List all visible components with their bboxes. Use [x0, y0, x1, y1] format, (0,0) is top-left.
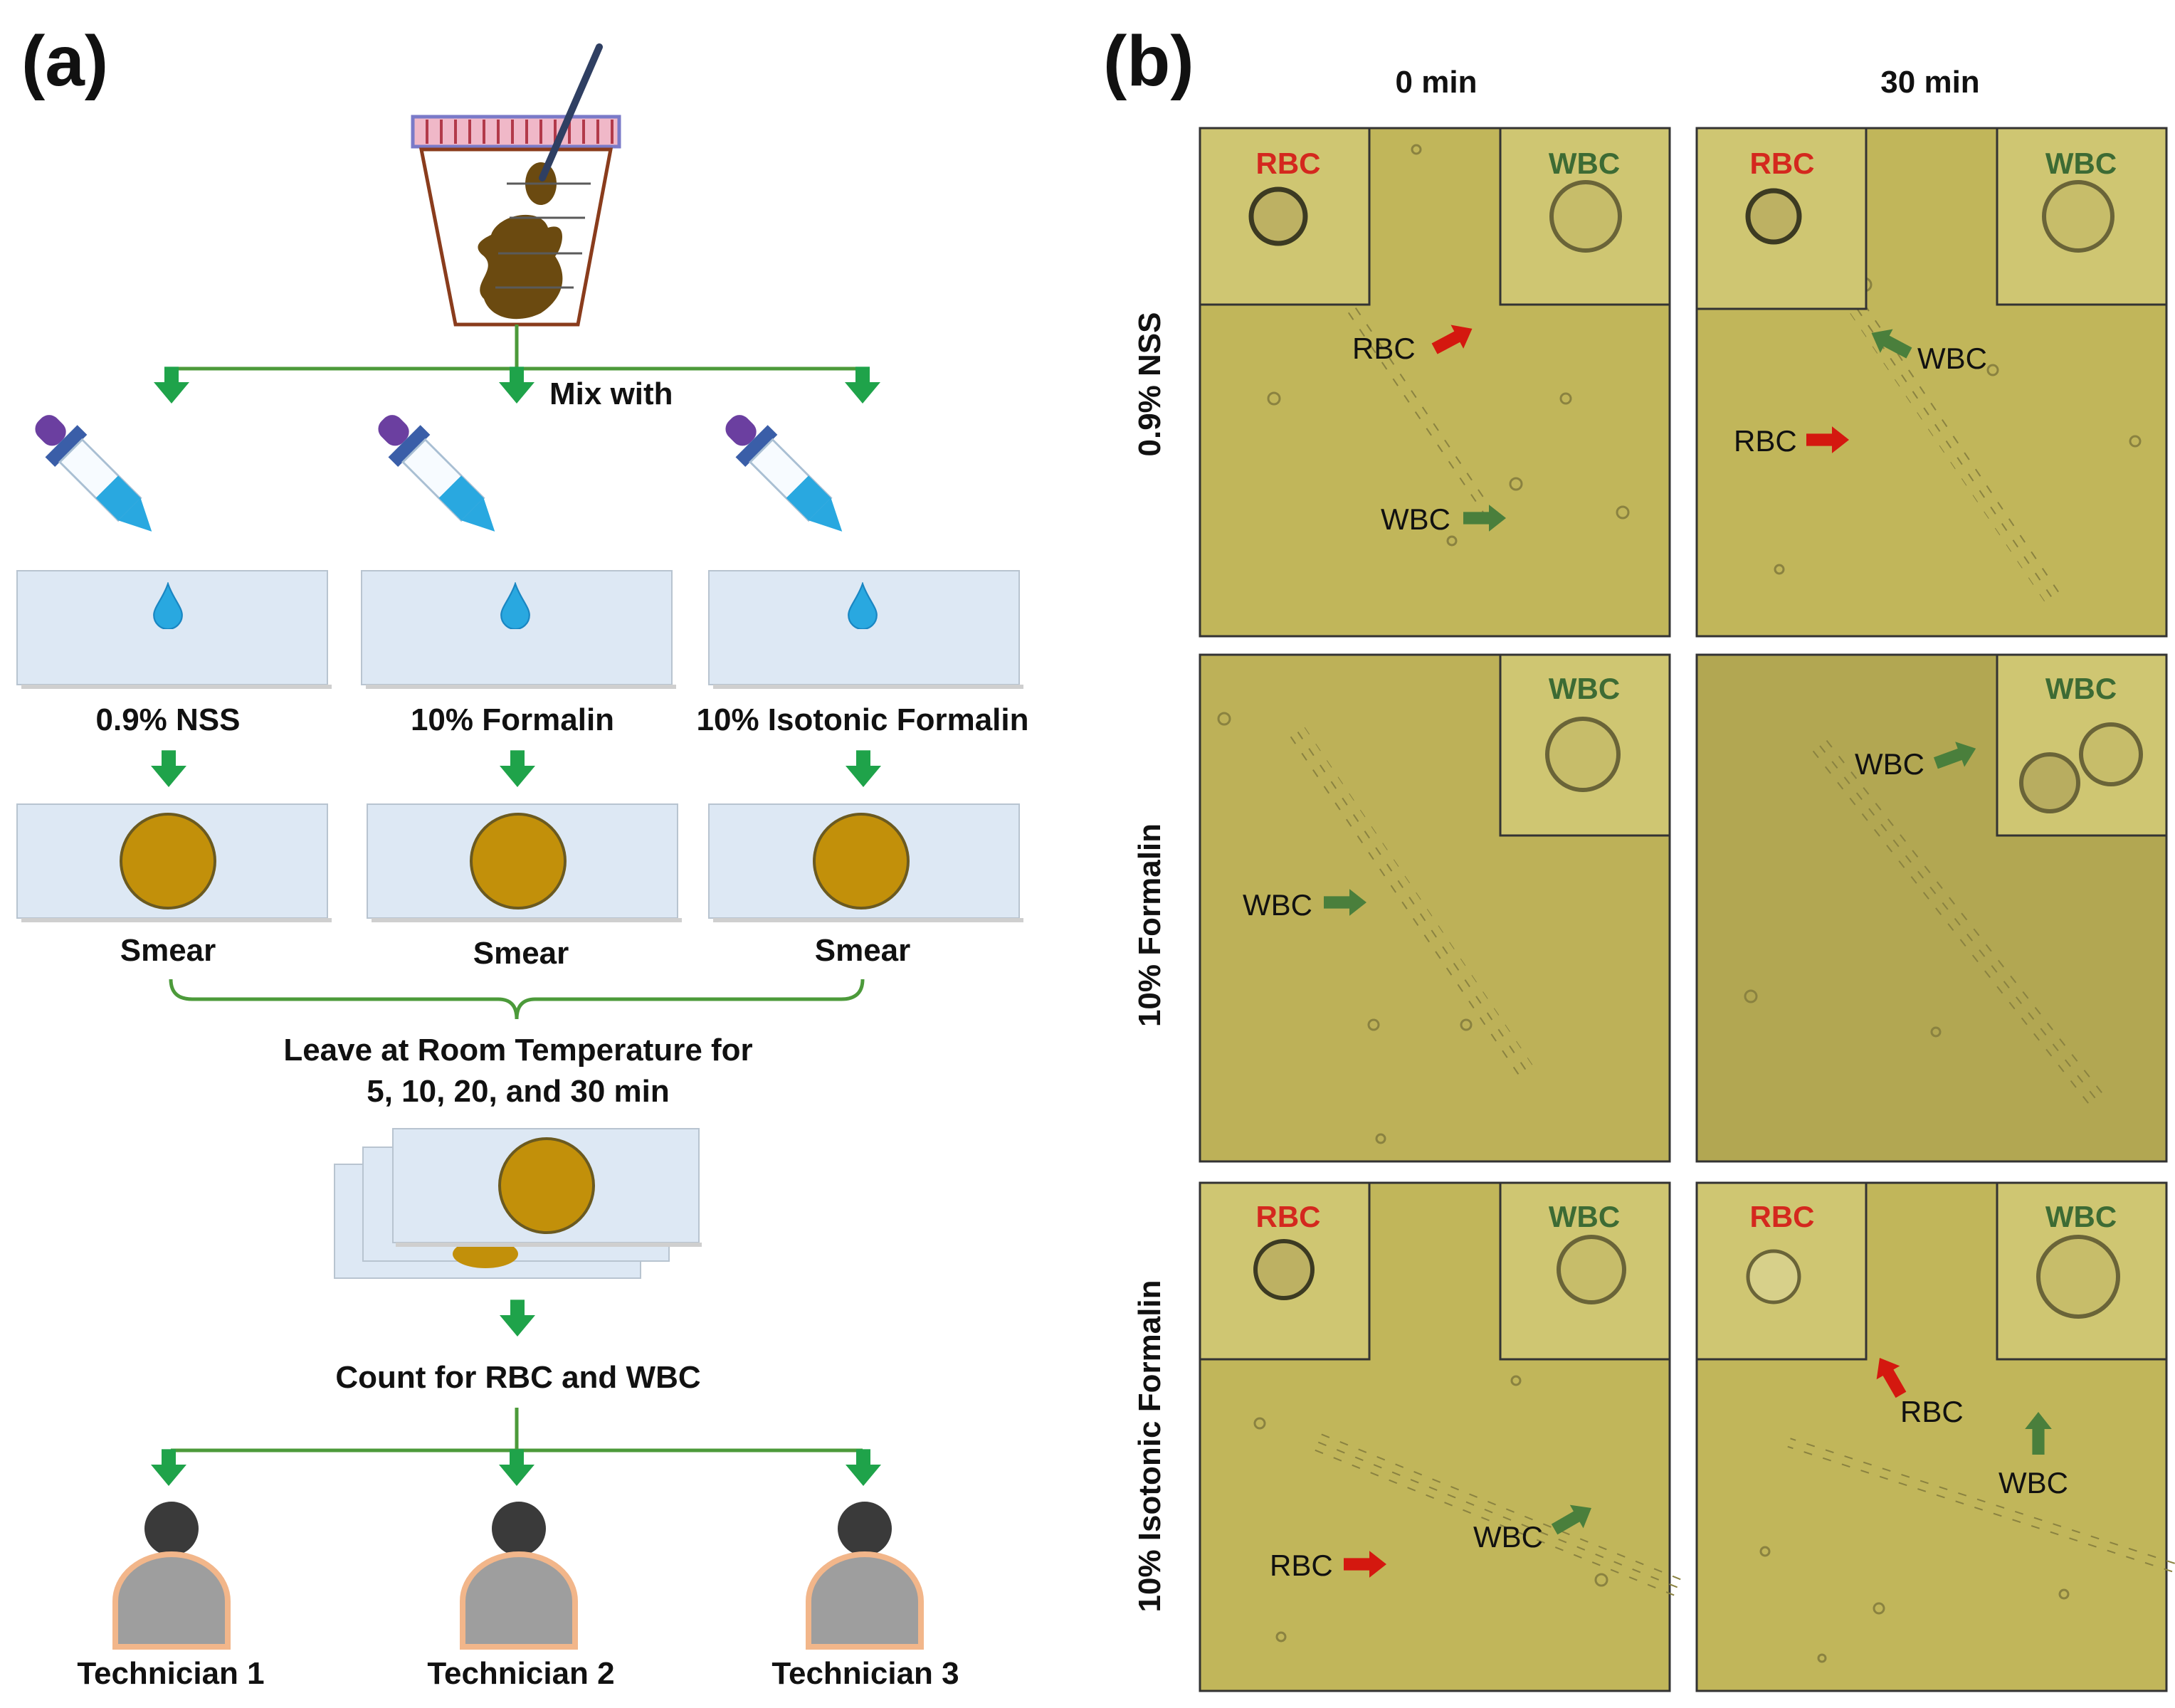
technician-1-label: Technician 1	[77, 1656, 264, 1691]
micrograph-formalin-30min	[1695, 653, 2168, 1163]
preservative-label-isotonic: 10% Isotonic Formalin	[697, 702, 1029, 737]
slide-isotonic	[708, 570, 1023, 689]
technician-1-icon	[115, 1502, 228, 1647]
slide-formalin	[361, 570, 676, 689]
grouping-brace	[169, 979, 865, 1020]
inset-wbc-label-isotonic-0min: WBC	[1549, 1200, 1620, 1233]
technician-2-label: Technician 2	[427, 1656, 614, 1691]
inset-rbc-label-nss-0min: RBC	[1256, 147, 1321, 180]
pointer-wbc-label-formalin-0min: WBC	[1243, 888, 1312, 922]
inset-rbc-label-nss-30min: RBC	[1750, 147, 1815, 180]
pointer-rbc-label-isotonic-30min: RBC	[1900, 1395, 1964, 1428]
inset-wbc-label-nss-30min: WBC	[2045, 147, 2117, 180]
micrograph-formalin-0min	[1199, 653, 1671, 1163]
preservative-label-formalin: 10% Formalin	[411, 702, 614, 737]
preservative-label-nss: 0.9% NSS	[96, 702, 241, 737]
arrow-to-nss	[154, 367, 189, 404]
micrograph-nss-30min	[1695, 127, 2168, 638]
pointer-wbc-label-formalin-30min: WBC	[1855, 747, 1924, 781]
inset-wbc-label-isotonic-30min: WBC	[2045, 1200, 2117, 1233]
arrow-to-technician-3	[846, 1449, 881, 1486]
micrograph-isotonic-30min	[1695, 1181, 2175, 1692]
smear-label-formalin: Smear	[473, 936, 569, 971]
dropper-isotonic-icon	[713, 403, 860, 549]
smear-slide-nss	[16, 803, 332, 922]
leave-label-line2: 5, 10, 20, and 30 min	[367, 1074, 670, 1109]
inset-wbc-label-nss-0min: WBC	[1549, 147, 1620, 180]
pointer-rbc-label-nss-0min: RBC	[1352, 332, 1416, 365]
inset-wbc-label-formalin-30min: WBC	[2045, 672, 2117, 705]
arrow-to-count	[500, 1300, 535, 1337]
arrow-formalin-to-smear	[500, 750, 535, 787]
pointer-wbc-label-nss-0min: WBC	[1381, 502, 1450, 536]
count-label: Count for RBC and WBC	[335, 1360, 700, 1395]
pointer-rbc-label-isotonic-0min: RBC	[1270, 1549, 1333, 1582]
technician-connector	[171, 1408, 863, 1453]
smear-slide-isotonic	[708, 803, 1023, 922]
dropper-nss-icon	[23, 403, 169, 549]
mix-connector	[171, 325, 863, 371]
micrograph-nss-0min	[1199, 127, 1671, 638]
row-label-formalin: 10% Formalin	[1132, 823, 1167, 1027]
column-header-0min: 0 min	[1396, 65, 1478, 100]
panel-a-label: (a)	[21, 21, 108, 101]
arrow-nss-to-smear	[151, 750, 186, 787]
technician-2-icon	[463, 1502, 575, 1647]
inset-rbc-label-isotonic-30min: RBC	[1750, 1200, 1815, 1233]
leave-label-line1: Leave at Room Temperature for	[283, 1033, 752, 1068]
arrow-to-technician-1	[151, 1449, 186, 1486]
specimen-cup-icon	[411, 43, 621, 327]
inset-rbc-label-isotonic-0min: RBC	[1256, 1200, 1321, 1233]
column-header-30min: 30 min	[1880, 65, 1979, 100]
row-label-nss: 0.9% NSS	[1132, 312, 1167, 457]
stacked-slides-icon	[334, 1128, 702, 1279]
arrow-to-technician-2	[499, 1449, 534, 1486]
pointer-wbc-label-nss-30min: WBC	[1917, 342, 1987, 375]
panel-b-label: (b)	[1103, 21, 1194, 101]
mix-with-label: Mix with	[549, 376, 673, 411]
arrow-to-formalin	[499, 367, 534, 404]
micrograph-isotonic-0min	[1199, 1181, 1690, 1692]
arrow-to-isotonic	[845, 367, 880, 404]
smear-label-nss: Smear	[120, 933, 216, 968]
technician-3-icon	[809, 1502, 921, 1647]
technician-3-label: Technician 3	[771, 1656, 959, 1691]
row-label-isotonic: 10% Isotonic Formalin	[1132, 1280, 1167, 1613]
dropper-formalin-icon	[366, 403, 512, 549]
smear-slide-formalin	[367, 803, 682, 922]
pointer-rbc-label-nss-30min: RBC	[1734, 424, 1797, 458]
smear-label-isotonic: Smear	[815, 933, 911, 968]
inset-wbc-label-formalin-0min: WBC	[1549, 672, 1620, 705]
pointer-wbc-label-isotonic-30min: WBC	[1998, 1466, 2068, 1499]
arrow-isotonic-to-smear	[846, 750, 881, 787]
pointer-wbc-label-isotonic-0min: WBC	[1473, 1520, 1543, 1554]
slide-nss	[16, 570, 332, 689]
